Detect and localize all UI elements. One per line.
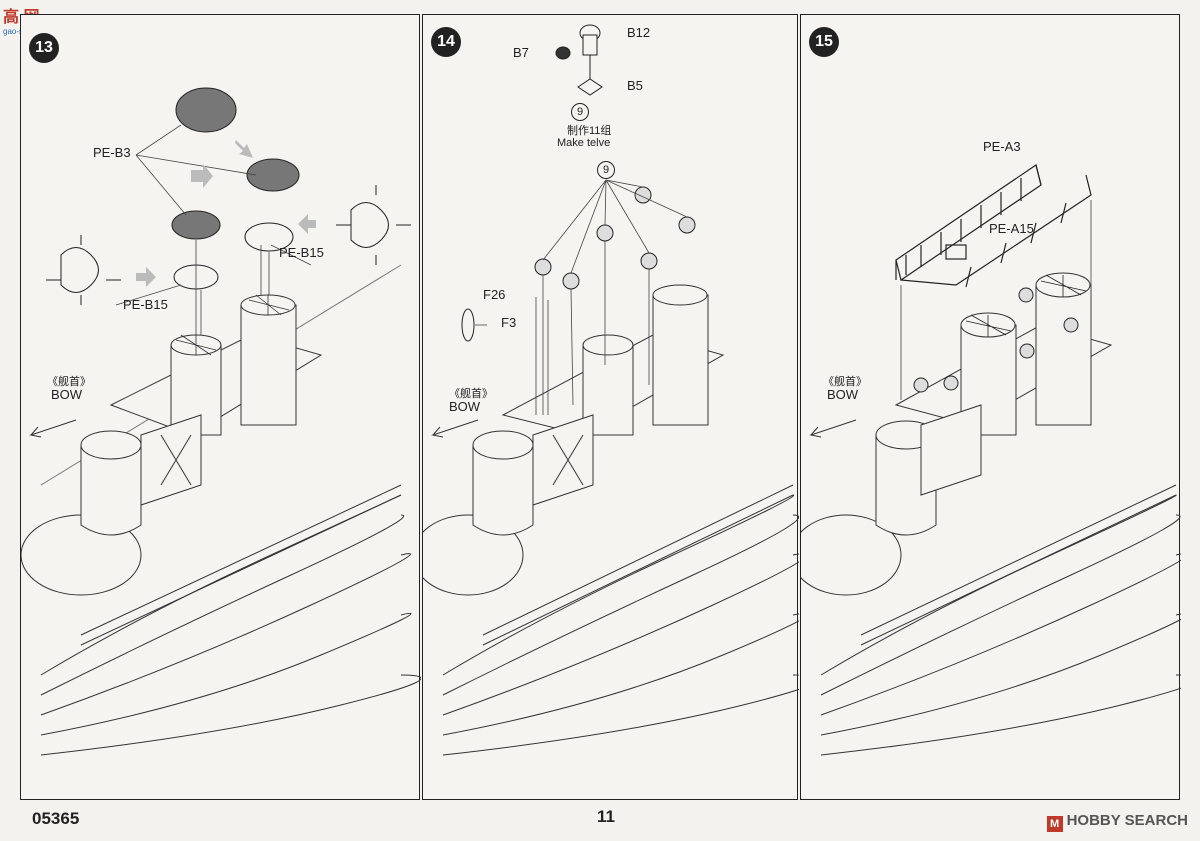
label-pe-a3: PE-A3 <box>983 139 1021 154</box>
step-14-panel: 14 B12 B7 B5 9 制作11组 Make telve 9 F26 F3… <box>422 14 799 800</box>
label-b7: B7 <box>513 45 529 60</box>
product-code: 05365 <box>32 809 80 828</box>
label-f26: F26 <box>483 287 506 302</box>
step-13-panel: 13 PE-B3 PE-B15 PE-B15 《舰首》 BOW <box>20 14 421 800</box>
hobby-search-logo-icon: M <box>1046 816 1063 832</box>
step-14-badge: 14 <box>431 27 461 57</box>
label-b12: B12 <box>627 25 651 40</box>
label-pe-b15-right: PE-B15 <box>279 245 324 260</box>
label-pe-a15: PE-A15 <box>989 221 1034 236</box>
step-13-drawing <box>21 87 421 756</box>
label-pe-b15-left: PE-B15 <box>123 297 168 312</box>
step-15-drawing <box>801 164 1181 756</box>
label-b5: B5 <box>627 78 643 93</box>
bow-label-en: BOW <box>827 387 859 402</box>
watermark-brand-text: HOBBY SEARCH <box>1066 812 1188 829</box>
make-count-en: Make telve <box>557 137 611 149</box>
step-15-panel: 15 PE-A3 PE-A15 《舰首》 BOW <box>800 14 1181 800</box>
make-count-cn: 制作11组 <box>567 125 612 137</box>
step-14-drawing <box>423 24 799 756</box>
ref-circle-9: 9 <box>571 103 589 121</box>
step-13-badge: 13 <box>29 33 59 63</box>
label-pe-b3: PE-B3 <box>93 145 131 160</box>
step-15-badge: 15 <box>809 27 839 57</box>
bow-label-cn: 《舰首》 <box>47 376 91 388</box>
bow-label-en: BOW <box>51 387 83 402</box>
label-f3: F3 <box>501 315 517 330</box>
page-number: 11 <box>597 807 615 826</box>
ref-circle-9-second: 9 <box>597 161 615 179</box>
bow-label-cn: 《舰首》 <box>449 388 493 400</box>
bow-label-en: BOW <box>449 399 481 414</box>
bow-label-cn: 《舰首》 <box>823 376 867 388</box>
